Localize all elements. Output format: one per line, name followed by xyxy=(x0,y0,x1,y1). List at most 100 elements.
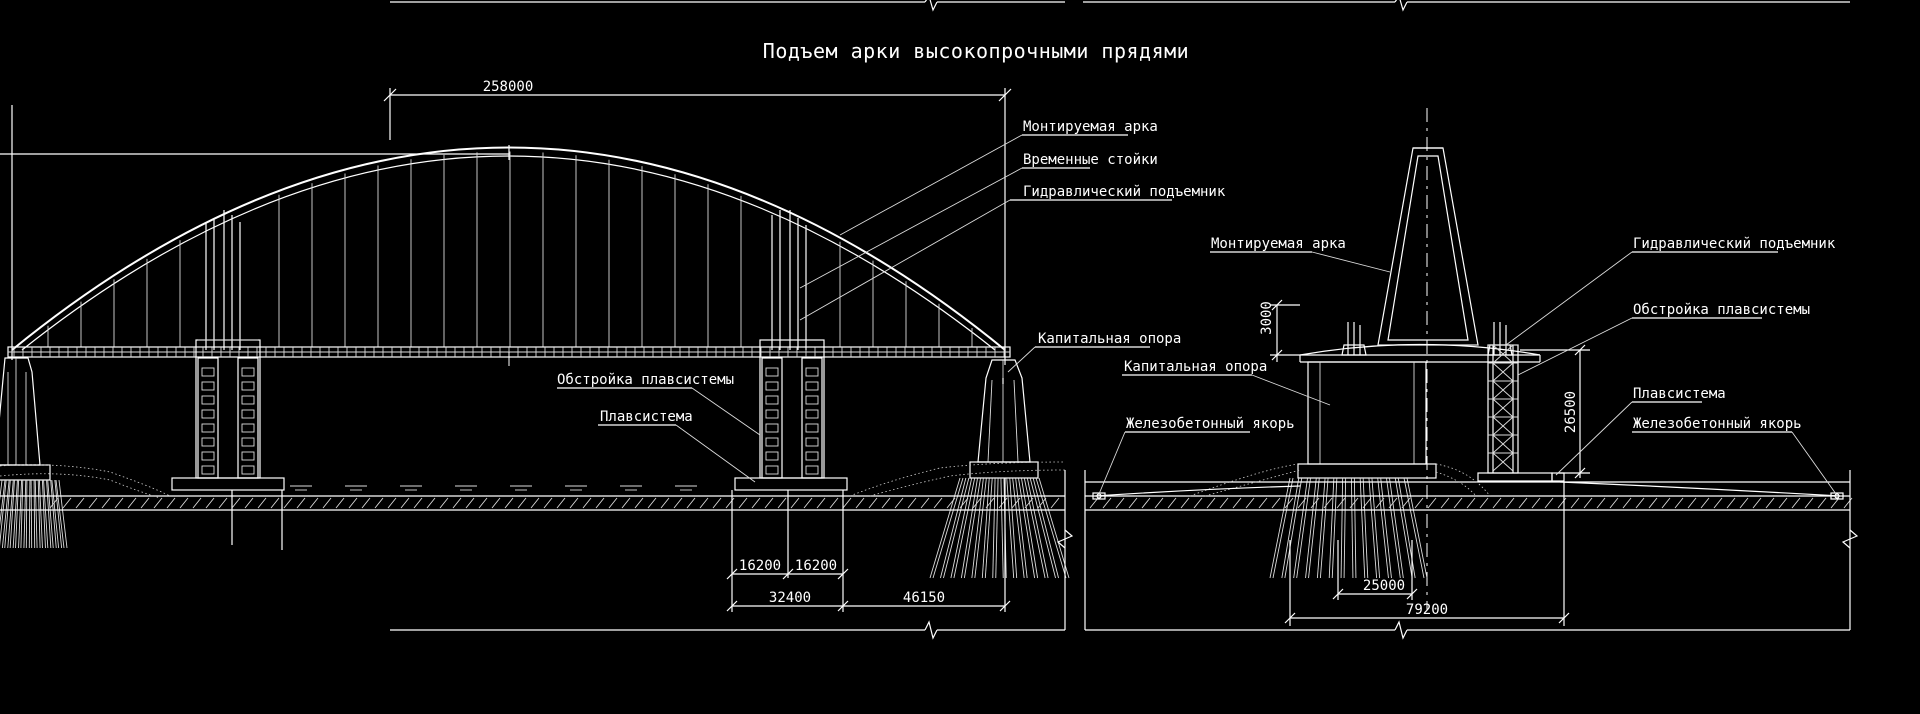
frame-rung xyxy=(201,437,215,447)
hatch xyxy=(218,497,228,509)
hatch xyxy=(1323,497,1333,509)
hatch xyxy=(946,497,956,509)
lattice-brace xyxy=(1492,398,1514,418)
pile xyxy=(1353,477,1357,579)
dim-span: 258000 xyxy=(483,79,534,95)
frame-rung xyxy=(201,367,215,377)
label-float-system-right: Плавсистема xyxy=(1633,386,1726,402)
label-anchor-right: Железобетонный якорь xyxy=(1633,416,1802,432)
frame-rung xyxy=(201,451,215,461)
pile xyxy=(15,479,20,549)
hatch xyxy=(1791,497,1801,509)
pile xyxy=(1362,477,1369,579)
pile xyxy=(1012,477,1025,579)
pile xyxy=(1319,477,1329,579)
lattice-brace xyxy=(1492,452,1514,472)
jack-pins-left xyxy=(1341,322,1367,356)
hatch xyxy=(1128,497,1138,509)
hatch xyxy=(1271,497,1281,509)
dim-79200: 79200 xyxy=(1406,602,1448,618)
float-frame-right xyxy=(761,357,823,479)
dim-3000: 3000 xyxy=(1259,301,1275,335)
hatch xyxy=(699,497,709,509)
pile xyxy=(1035,477,1067,579)
hatch xyxy=(673,497,683,509)
hatch xyxy=(88,497,98,509)
cross-section-view: 3000 26500 25000 79200 xyxy=(1084,108,1859,640)
hatch xyxy=(1011,497,1021,509)
hatch xyxy=(1713,497,1723,509)
lattice-brace xyxy=(1492,380,1514,400)
hatch xyxy=(1739,497,1749,509)
frame-rung xyxy=(201,395,215,405)
anchor-right xyxy=(1830,492,1844,500)
dim-46150: 46150 xyxy=(903,590,945,606)
hatch xyxy=(543,497,553,509)
hatch xyxy=(803,497,813,509)
label-float-frame-left: Обстройка плавсистемы xyxy=(557,372,734,388)
pile xyxy=(47,479,54,549)
pile xyxy=(1021,477,1039,579)
dim-bottom-section xyxy=(1284,482,1570,626)
frame-leg xyxy=(197,357,219,479)
pile xyxy=(1386,477,1401,579)
pile xyxy=(1394,477,1413,579)
pile xyxy=(46,479,52,549)
pile xyxy=(1023,477,1046,579)
hatch xyxy=(1180,497,1190,509)
pile xyxy=(1380,477,1392,579)
hatch xyxy=(1700,497,1710,509)
hatch xyxy=(1778,497,1788,509)
lattice-brace xyxy=(1492,434,1514,454)
frame-rung xyxy=(765,367,779,377)
hatch xyxy=(465,497,475,509)
dim-32400: 32400 xyxy=(769,590,811,606)
pile xyxy=(1,479,10,549)
bottom-dimensions xyxy=(726,478,1011,612)
hatch xyxy=(582,497,592,509)
frame-rung xyxy=(805,381,819,391)
hatch xyxy=(569,497,579,509)
pile xyxy=(981,477,990,579)
pile xyxy=(1272,477,1294,579)
right-pier-piles xyxy=(929,477,1070,579)
pile xyxy=(1406,477,1428,579)
hatch xyxy=(1362,497,1372,509)
frame-rung xyxy=(241,423,255,433)
pile xyxy=(929,477,961,579)
pile xyxy=(1026,477,1049,579)
frame-rung xyxy=(765,381,779,391)
frame-rung xyxy=(765,437,779,447)
hatch xyxy=(1037,497,1047,509)
pile xyxy=(1015,477,1028,579)
pile xyxy=(50,479,57,549)
frame-rung xyxy=(805,367,819,377)
deck-stiffeners xyxy=(13,347,1005,357)
hatch xyxy=(439,497,449,509)
label-float-system-left: Плавсистема xyxy=(600,409,693,425)
pile xyxy=(1331,477,1338,579)
hatch xyxy=(1167,497,1177,509)
pile xyxy=(1389,477,1404,579)
pile xyxy=(1343,477,1347,579)
hatch xyxy=(1466,497,1476,509)
hatch xyxy=(504,497,514,509)
hatch xyxy=(1804,497,1814,509)
leaders-right xyxy=(1098,251,1837,495)
dim-25000: 25000 xyxy=(1363,578,1405,594)
pile xyxy=(1371,477,1381,579)
frame-rung xyxy=(805,465,819,475)
label-temp-supports: Временные стойки xyxy=(1023,152,1158,168)
water-marks xyxy=(290,485,697,491)
pile xyxy=(18,479,23,549)
frame-rung xyxy=(765,423,779,433)
frame-rung xyxy=(805,451,819,461)
hatch xyxy=(114,497,124,509)
frame-rung xyxy=(241,437,255,447)
hatch xyxy=(400,497,410,509)
hatch xyxy=(1375,497,1385,509)
label-mounted-arch-left: Монтируемая арка xyxy=(1023,119,1158,135)
pier-piles-section xyxy=(1269,477,1428,579)
right-capital-pier xyxy=(969,359,1039,479)
hatch xyxy=(62,497,72,509)
